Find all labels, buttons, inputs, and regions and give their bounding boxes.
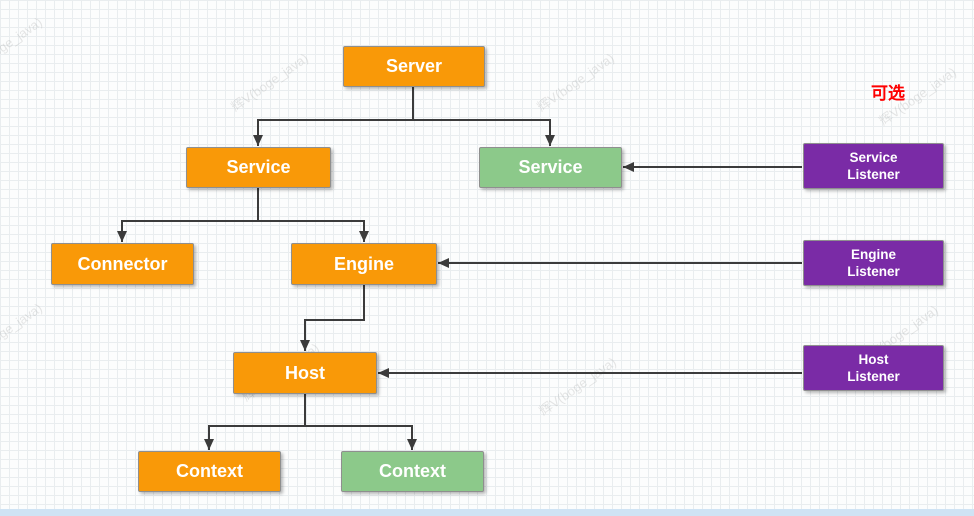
node-context-right: Context bbox=[341, 451, 484, 492]
host-listener-line2: Listener bbox=[847, 369, 900, 384]
node-service-left: Service bbox=[186, 147, 331, 188]
engine-listener-line2: Listener bbox=[847, 264, 900, 279]
arrow-host-to-contexts bbox=[204, 394, 417, 450]
arrow-service-to-connector-engine bbox=[117, 188, 369, 242]
watermark: 辉V(boge_java) bbox=[536, 354, 619, 419]
watermark: 辉V(boge_java) bbox=[0, 300, 45, 365]
watermark: 辉V(boge_java) bbox=[0, 14, 45, 79]
node-service-listener: Service Listener bbox=[803, 143, 944, 189]
watermark: 辉V(boge_java) bbox=[228, 50, 311, 115]
node-server: Server bbox=[343, 46, 485, 87]
node-service-right-label: Service bbox=[518, 157, 583, 177]
node-engine-label: Engine bbox=[333, 253, 394, 274]
bottom-edge-strip bbox=[0, 509, 974, 516]
node-host-label: Host bbox=[285, 362, 325, 383]
service-listener-line1: Service bbox=[849, 150, 898, 165]
service-listener-line2: Listener bbox=[847, 167, 900, 182]
watermark: 辉V(boge_java) bbox=[534, 50, 617, 115]
node-service-left-label: Service bbox=[226, 157, 291, 177]
arrow-server-to-services bbox=[253, 87, 555, 146]
node-connector-label: Connector bbox=[77, 253, 168, 274]
node-context-left-label: Context bbox=[176, 461, 243, 481]
node-service-right: Service bbox=[479, 147, 622, 188]
node-host: Host bbox=[233, 352, 377, 394]
optional-annotation: 可选 bbox=[871, 84, 905, 103]
node-engine-listener: Engine Listener bbox=[803, 240, 944, 286]
node-server-label: Server bbox=[385, 56, 443, 76]
engine-listener-line1: Engine bbox=[850, 247, 896, 262]
node-host-listener: Host Listener bbox=[803, 345, 944, 391]
node-connector: Connector bbox=[51, 243, 194, 285]
node-engine: Engine bbox=[291, 243, 437, 285]
node-context-left: Context bbox=[138, 451, 281, 492]
host-listener-line1: Host bbox=[858, 352, 889, 367]
node-context-right-label: Context bbox=[379, 461, 446, 481]
